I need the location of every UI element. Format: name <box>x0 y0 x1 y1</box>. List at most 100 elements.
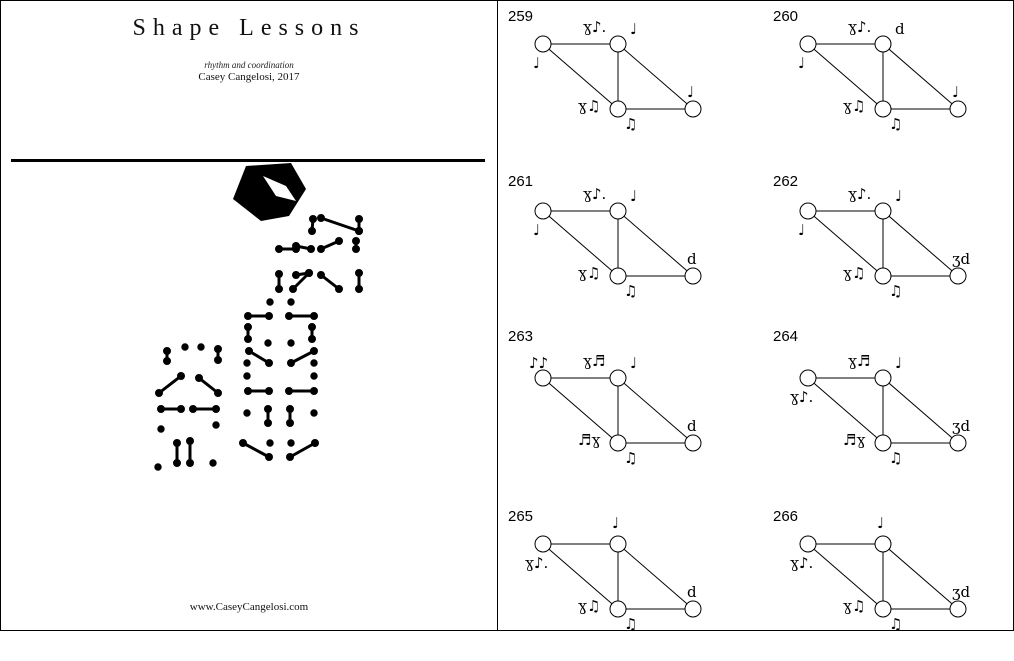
edge <box>617 43 694 110</box>
rhythm-notation-ab: ɣ♪. <box>583 185 607 203</box>
edge <box>542 43 619 110</box>
shape-dot <box>239 439 247 447</box>
shape-dot <box>189 405 197 413</box>
node <box>609 434 627 452</box>
rhythm-notation-d: d <box>687 583 697 601</box>
shape-dot <box>310 387 318 395</box>
rhythm-notation-cb: ♫ <box>624 115 638 133</box>
shape-dot <box>265 359 273 367</box>
exercise-number: 265 <box>508 508 534 525</box>
shape-dot <box>244 312 252 320</box>
node <box>949 267 967 285</box>
rhythm-notation-c: ♬ɣ <box>843 431 866 449</box>
rhythm-notation-c: ɣ♫ <box>578 264 601 282</box>
shape-dot <box>243 372 251 380</box>
exercise-number: 266 <box>773 508 799 525</box>
rhythm-notation-a: ɣ♪. <box>790 554 814 572</box>
shape-dot <box>285 312 293 320</box>
shape-stroke <box>157 374 183 395</box>
shape-dot <box>310 359 318 367</box>
shape-dot <box>177 405 185 413</box>
shape-dot <box>292 271 300 279</box>
shape-dot <box>265 387 273 395</box>
rhythm-notation-b: ♩ <box>630 20 638 38</box>
node <box>874 434 892 452</box>
node <box>874 535 892 553</box>
shape-dot <box>311 439 319 447</box>
rhythm-notation-cb: ♫ <box>624 449 638 467</box>
shape-diagram <box>799 369 967 452</box>
node <box>684 434 702 452</box>
shape-dot <box>163 347 171 355</box>
book-title: Shape Lessons <box>132 15 366 41</box>
edge <box>882 377 959 444</box>
shape-dot <box>308 323 316 331</box>
shape-dot <box>310 409 318 417</box>
edge <box>542 210 619 277</box>
node <box>874 100 892 118</box>
rhythm-notation-cb: ♫ <box>624 615 638 633</box>
shape-stroke <box>289 349 316 365</box>
shape-stroke <box>241 441 271 459</box>
shape-dot <box>292 242 300 250</box>
rhythm-notation-cb: ♫ <box>889 115 903 133</box>
shape-dot <box>154 463 162 471</box>
rhythm-notation-c: ɣ♫ <box>578 97 601 115</box>
shape-dot <box>173 459 181 467</box>
shape-dot <box>275 285 283 293</box>
rhythm-notation-c: ɣ♫ <box>843 97 866 115</box>
shape-dot <box>209 459 217 467</box>
shape-dot <box>310 372 318 380</box>
edge <box>617 377 694 444</box>
shape-dot <box>309 215 317 223</box>
rhythm-notation-b: ♩ <box>895 187 903 205</box>
edge <box>807 543 884 610</box>
node <box>684 100 702 118</box>
shape-diagram <box>799 202 967 285</box>
rhythm-notation-a: ♩ <box>533 221 541 239</box>
rhythm-notation-cb: ♫ <box>889 449 903 467</box>
shape-diagram <box>534 535 702 618</box>
node <box>684 600 702 618</box>
shape-dot <box>355 269 363 277</box>
shape-dot <box>317 245 325 253</box>
rhythm-notation-cb: ♫ <box>889 615 903 633</box>
shape-dot <box>335 237 343 245</box>
rhythm-notation-d: ʒd <box>952 250 971 268</box>
node <box>684 267 702 285</box>
node <box>609 600 627 618</box>
node <box>799 535 817 553</box>
shape-dot <box>186 459 194 467</box>
exercise-number: 259 <box>508 8 534 25</box>
node <box>799 369 817 387</box>
rhythm-notation-cb: ♫ <box>889 282 903 300</box>
node <box>799 202 817 220</box>
rhythm-notation-d: ʒd <box>952 417 971 435</box>
rhythm-notation-a: ♩ <box>533 54 541 72</box>
shape-stroke <box>197 376 220 395</box>
edge <box>882 210 959 277</box>
rhythm-notation-d: d <box>687 250 697 268</box>
node <box>874 202 892 220</box>
shape-dot <box>352 237 360 245</box>
node <box>874 600 892 618</box>
rhythm-notation-c: ɣ♫ <box>578 597 601 615</box>
shape-dot <box>181 343 189 351</box>
shape-dot <box>287 339 295 347</box>
node <box>874 267 892 285</box>
shape-dot <box>195 374 203 382</box>
rhythm-notation-d: ʒd <box>952 583 971 601</box>
node <box>534 535 552 553</box>
rhythm-notation-c: ɣ♫ <box>843 264 866 282</box>
exercise-265: 265♩ɣ♪.ɣ♫♫d <box>500 501 750 661</box>
shape-dot <box>335 285 343 293</box>
book-subtitle: rhythm and coordination <box>204 60 294 70</box>
shape-dot <box>212 405 220 413</box>
node <box>609 35 627 53</box>
shape-dot <box>310 347 318 355</box>
rhythm-notation-b: d <box>895 20 905 38</box>
shape-dot <box>266 298 274 306</box>
